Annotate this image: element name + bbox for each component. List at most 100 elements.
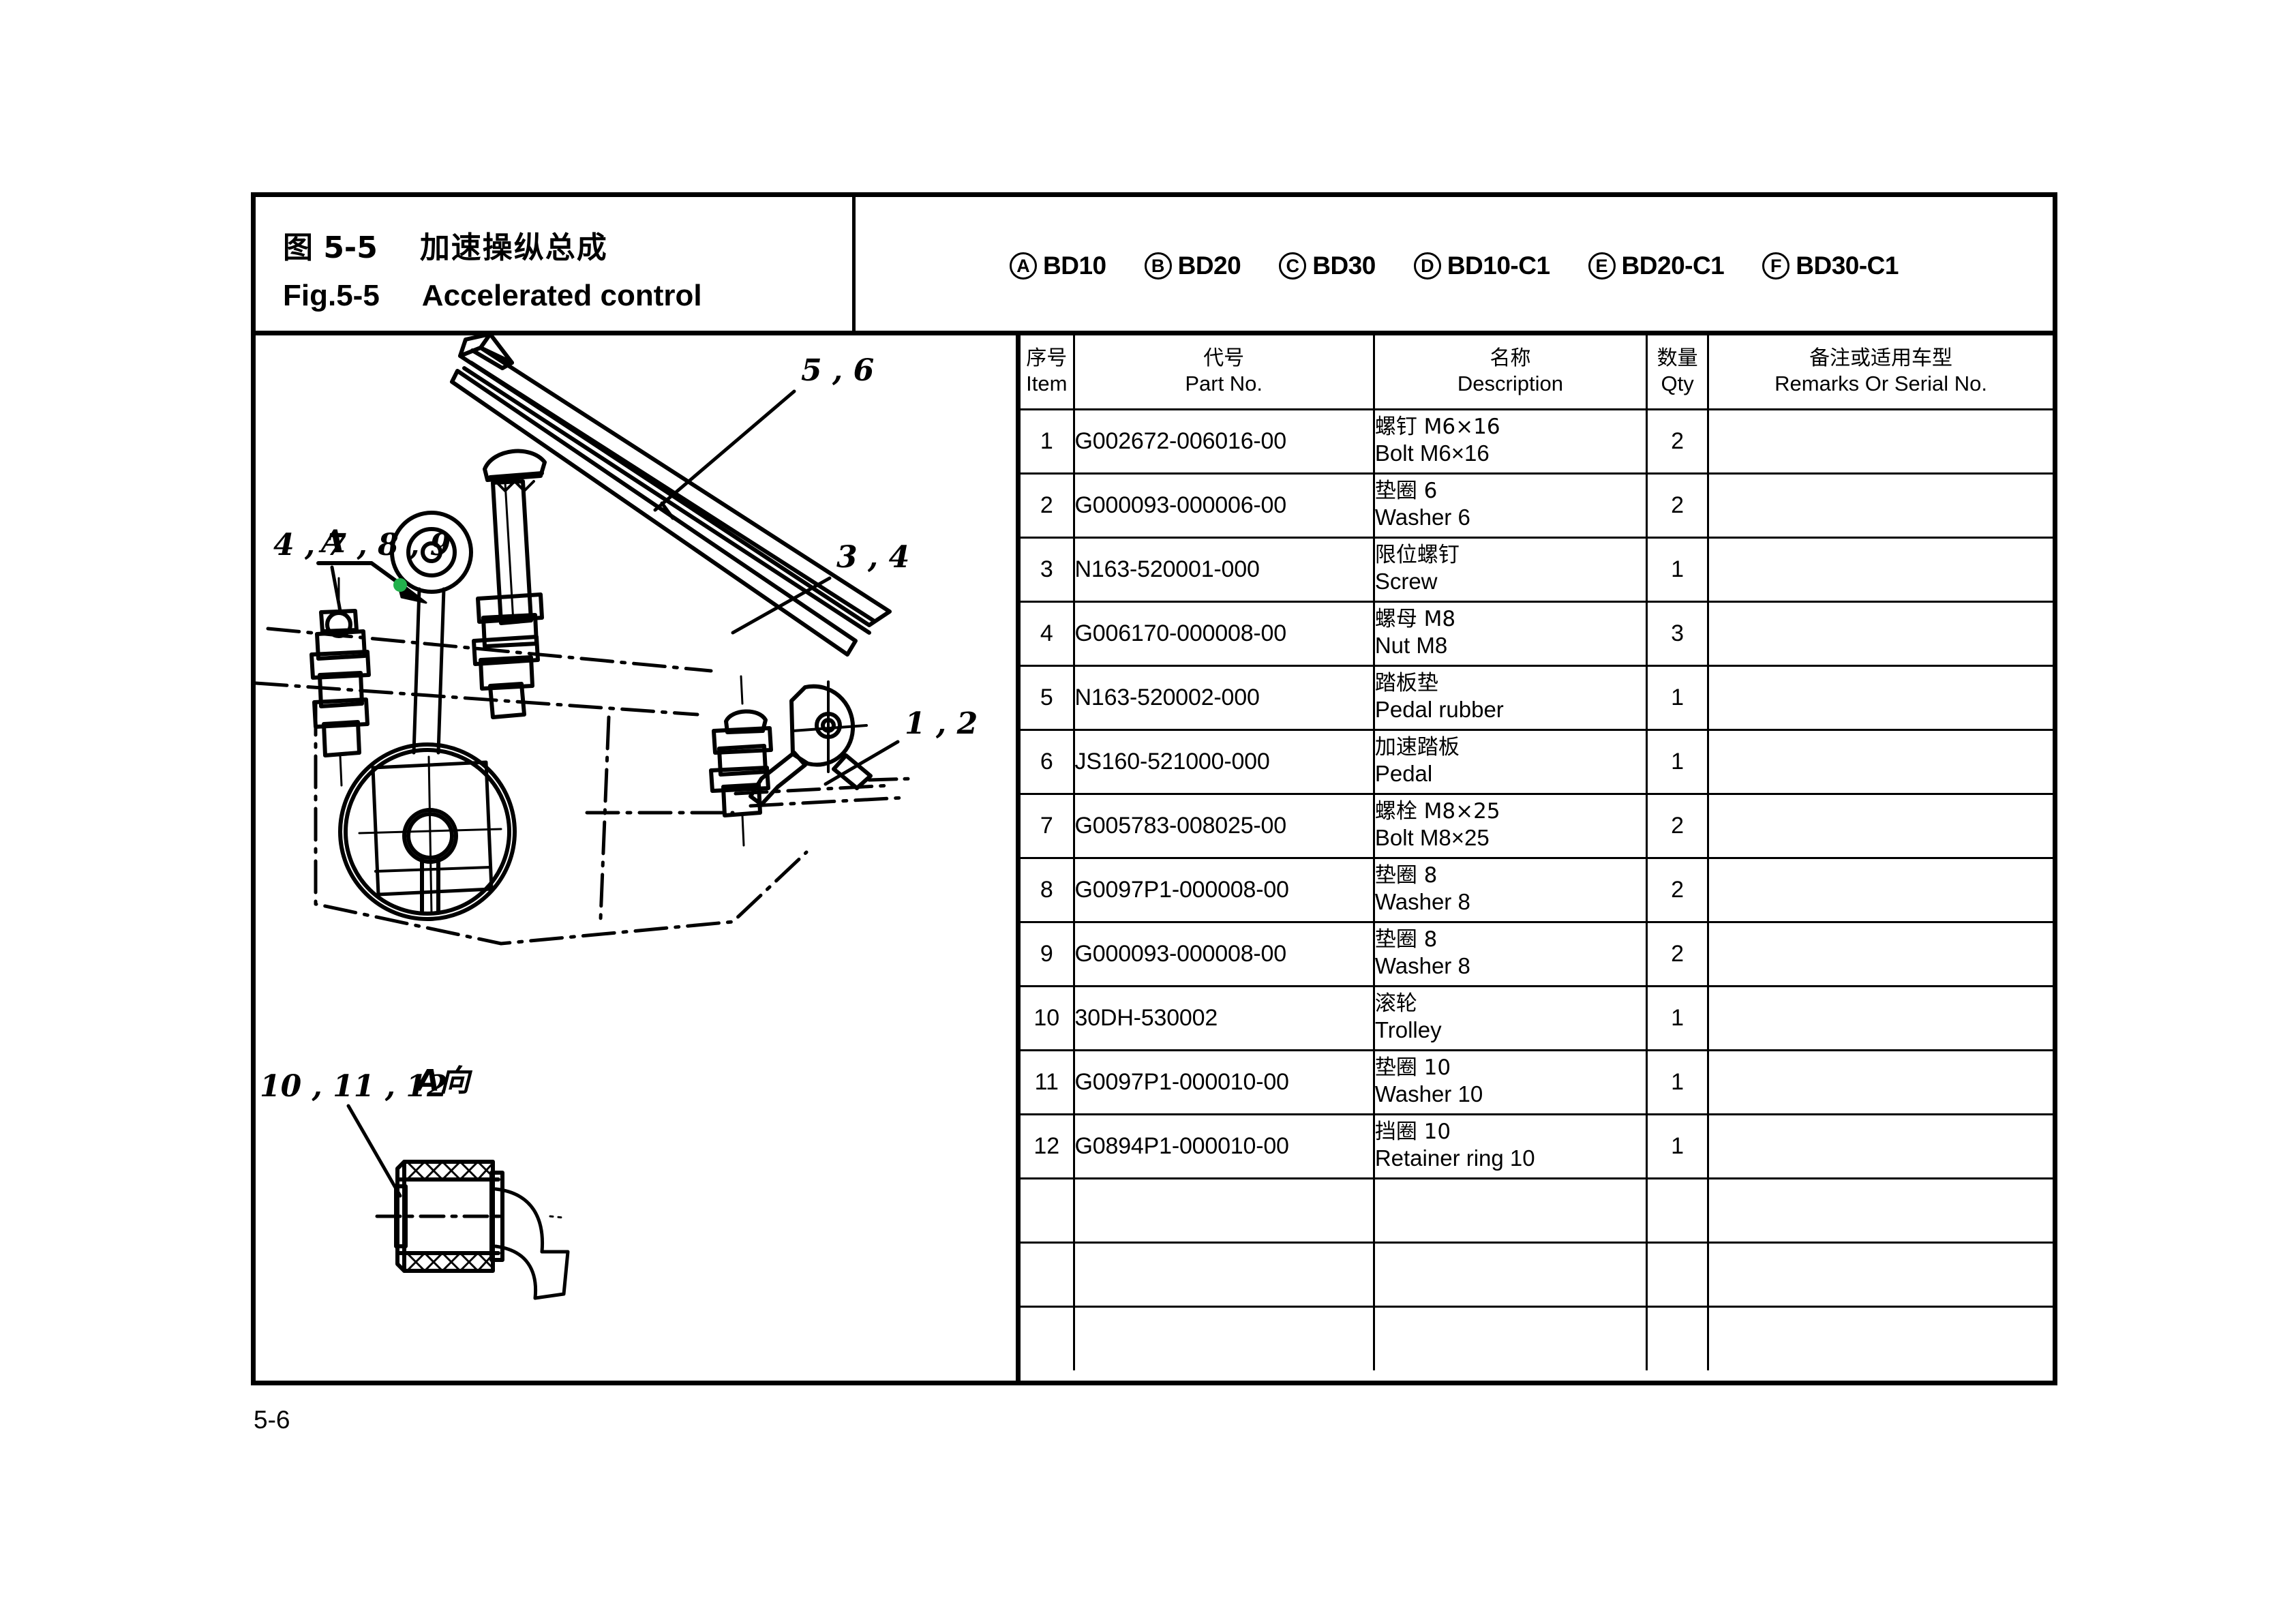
column-header-en: Item: [1026, 372, 1068, 396]
cell-item: 3: [1021, 537, 1075, 603]
cell-part-no: [1074, 1178, 1375, 1244]
cell-qty: 2: [1646, 473, 1710, 539]
model-label: BD30-C1: [1796, 252, 1899, 280]
cell-remarks: [1708, 665, 2053, 731]
table-row-empty[interactable]: [1021, 1178, 2053, 1244]
cell-item: 12: [1021, 1114, 1075, 1179]
cell-item: 7: [1021, 794, 1075, 859]
vertical-link-rod: [412, 587, 446, 755]
cell-qty: 2: [1646, 858, 1710, 923]
roller-detail-view: [375, 1160, 570, 1300]
cell-description: [1374, 1242, 1648, 1308]
cell-item: 2: [1021, 473, 1075, 539]
description-cn: 垫圈 6: [1374, 479, 1438, 504]
cell-item: 10: [1021, 986, 1075, 1051]
page-number: 5-6: [254, 1406, 290, 1434]
description-cn: 限位螺钉: [1374, 543, 1460, 568]
cell-part-no: G0097P1-000008-00: [1074, 858, 1375, 923]
cell-item: 9: [1021, 922, 1075, 987]
model-mark-circle: B: [1144, 252, 1172, 280]
cell-part-no: G005783-008025-00: [1074, 794, 1375, 859]
description-en: Washer 10: [1374, 1081, 1483, 1107]
cell-qty: 2: [1646, 922, 1710, 987]
cell-remarks: [1708, 1178, 2053, 1244]
cell-item: 8: [1021, 858, 1075, 923]
description-en: Washer 6: [1374, 505, 1470, 530]
cell-part-no: N163-520001-000: [1074, 537, 1375, 603]
cell-remarks: [1708, 922, 2053, 987]
model-mark-circle: E: [1588, 252, 1616, 280]
column-header-en: Qty: [1661, 372, 1694, 396]
arrow-marker-dot: [393, 578, 407, 592]
table-row-empty[interactable]: [1021, 1242, 2053, 1308]
figure-title-english-row: Fig.5-5 Accelerated control: [283, 279, 852, 313]
roller-knurl-hatch-bottom: [406, 1252, 494, 1272]
cell-part-no: G000093-000006-00: [1074, 473, 1375, 539]
view-direction-arrow-a: [316, 561, 427, 604]
description-cn: 垫圈 8: [1374, 863, 1438, 888]
description-cn: 滚轮: [1374, 991, 1417, 1017]
cell-part-no: JS160-521000-000: [1074, 730, 1375, 795]
cell-part-no: N163-520002-000: [1074, 665, 1375, 731]
description-en: Bolt M6×16: [1374, 440, 1490, 466]
column-header-cn: 备注或适用车型: [1809, 346, 1953, 370]
sheet-body: 5 , 6 3 , 4 4 , 7 , 8 , 9 1 , 2 10 , 11 …: [256, 335, 2053, 1381]
description-cn: 螺钉 M6×16: [1374, 415, 1500, 440]
figure-title-english: Accelerated control: [421, 279, 702, 312]
description-en: Retainer ring 10: [1374, 1145, 1535, 1171]
cell-qty: 1: [1646, 986, 1710, 1051]
description-en: Trolley: [1374, 1017, 1442, 1043]
model-label: BD30: [1312, 252, 1376, 280]
column-header-en: Description: [1457, 372, 1563, 396]
center-bolt-assembly: [472, 449, 547, 719]
model-mark-circle: D: [1413, 252, 1441, 280]
cell-remarks: [1708, 986, 2053, 1051]
pedal-arm-lower-edge: [450, 369, 858, 657]
accelerator-control-drawing: 5 , 6 3 , 4 4 , 7 , 8 , 9 1 , 2 10 , 11 …: [256, 335, 978, 1300]
cell-part-no: G000093-000008-00: [1074, 922, 1375, 987]
cell-remarks: [1708, 473, 2053, 539]
description-cn: 挡圈 10: [1374, 1119, 1451, 1145]
cell-part-no: G0097P1-000010-00: [1074, 1050, 1375, 1115]
cell-qty: 3: [1646, 601, 1710, 667]
table-row-empty[interactable]: [1021, 1306, 2053, 1370]
cell-part-no: [1074, 1242, 1375, 1308]
cell-remarks: [1708, 858, 2053, 923]
cell-remarks: [1708, 601, 2053, 667]
cam-drum: [338, 742, 517, 921]
detail-view-label: A向: [414, 1064, 473, 1098]
cell-remarks: [1708, 1114, 2053, 1179]
cell-qty: 2: [1646, 409, 1710, 475]
callout-4-7-8-9: 4 , 7 , 8 , 9: [273, 528, 451, 562]
cell-qty: 1: [1646, 730, 1710, 795]
description-en: Pedal rubber: [1374, 697, 1504, 723]
cell-description: [1374, 1178, 1648, 1244]
figure-tag-english: Fig.5-5: [283, 279, 380, 312]
cell-qty: [1646, 1242, 1710, 1308]
